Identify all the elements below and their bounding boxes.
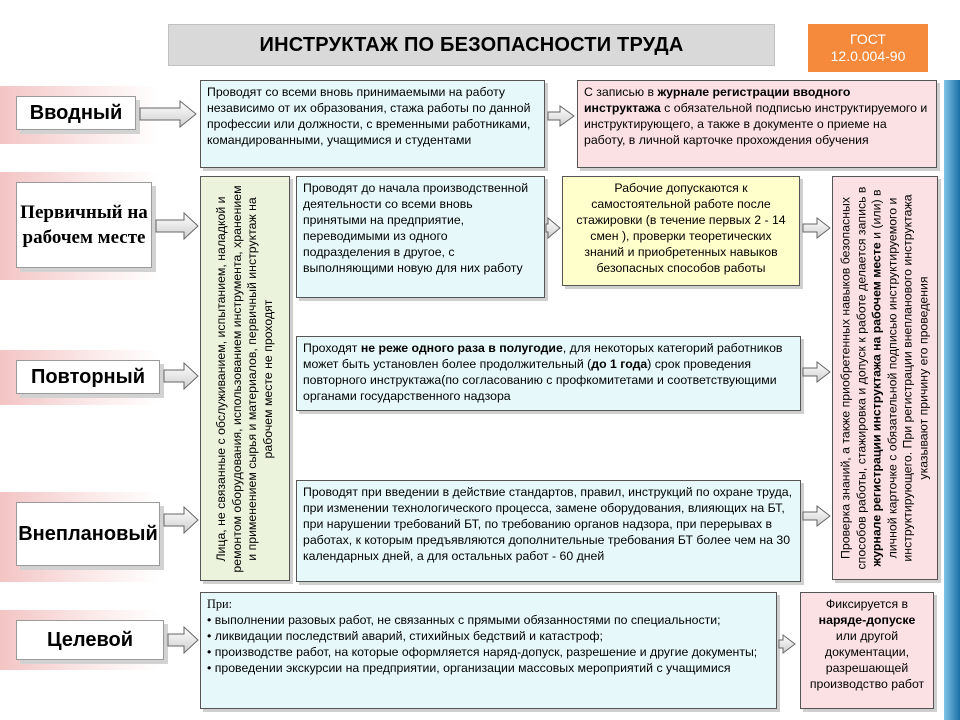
vvodny-who-box: Проводят со всеми вновь принимаемыми на … <box>200 80 545 168</box>
celevoy-item: • производстве работ, на которые оформля… <box>207 645 758 659</box>
arrow-right-icon <box>155 211 199 241</box>
label-povtorny: Повторный <box>16 360 160 394</box>
arrow-right-icon <box>802 504 831 528</box>
label-pervichny: Первичный на рабочем месте <box>16 182 152 268</box>
celevoy-box: При: • выполнении разовых работ, не связ… <box>200 592 777 709</box>
celevoy-item: • выполнении разовых работ, не связанных… <box>207 613 721 627</box>
gost-badge: ГОСТ 12.0.004-90 <box>808 24 928 72</box>
label-vneplanovy: Внеплановый <box>16 502 160 566</box>
arrow-right-icon <box>163 505 199 535</box>
povtorny-box: Проходят не реже одного раза в полугодие… <box>296 336 801 411</box>
arrow-right-icon <box>547 105 575 127</box>
verify-box: Проверка знаний, а также приобретенных н… <box>832 176 938 580</box>
celevoy-record-box: Фиксируется в наряде-допуске или другой … <box>800 592 934 709</box>
celevoy-intro: При: <box>207 597 233 611</box>
decor-strip <box>944 80 960 720</box>
arrow-right-icon <box>802 360 831 384</box>
gost-line2: 12.0.004-90 <box>830 48 906 64</box>
arrow-right-icon <box>167 625 199 655</box>
exempt-box: Лица, не связанные с обслуживанием, испы… <box>200 176 290 581</box>
arrow-right-icon <box>545 216 561 240</box>
vvodny-record-box: С записью в журнале регистрации вводного… <box>577 80 937 168</box>
page-title: ИНСТРУКТАЖ ПО БЕЗОПАСНОСТИ ТРУДА <box>168 24 775 66</box>
verify-text: Проверка знаний, а также приобретенных н… <box>838 186 931 570</box>
arrow-right-icon <box>163 361 199 391</box>
pervichny-admit-box: Рабочие допускаются к самостоятельной ра… <box>562 176 800 286</box>
arrow-right-icon <box>778 634 796 654</box>
celevoy-item: • проведении экскурсии на предприятии, о… <box>207 661 731 675</box>
gost-line1: ГОСТ <box>850 31 886 47</box>
label-vvodny: Вводный <box>16 96 136 130</box>
label-celevoy: Целевой <box>16 620 164 660</box>
celevoy-item: • ликвидации последствий аварий, стихийн… <box>207 629 603 643</box>
vneplanovy-box: Проводят при введении в действие стандар… <box>296 480 801 582</box>
exempt-text: Лица, не связанные с обслуживанием, испы… <box>214 184 275 573</box>
arrow-right-icon <box>802 216 831 240</box>
pervichny-who-box: Проводят до начала производственной деят… <box>296 176 545 298</box>
